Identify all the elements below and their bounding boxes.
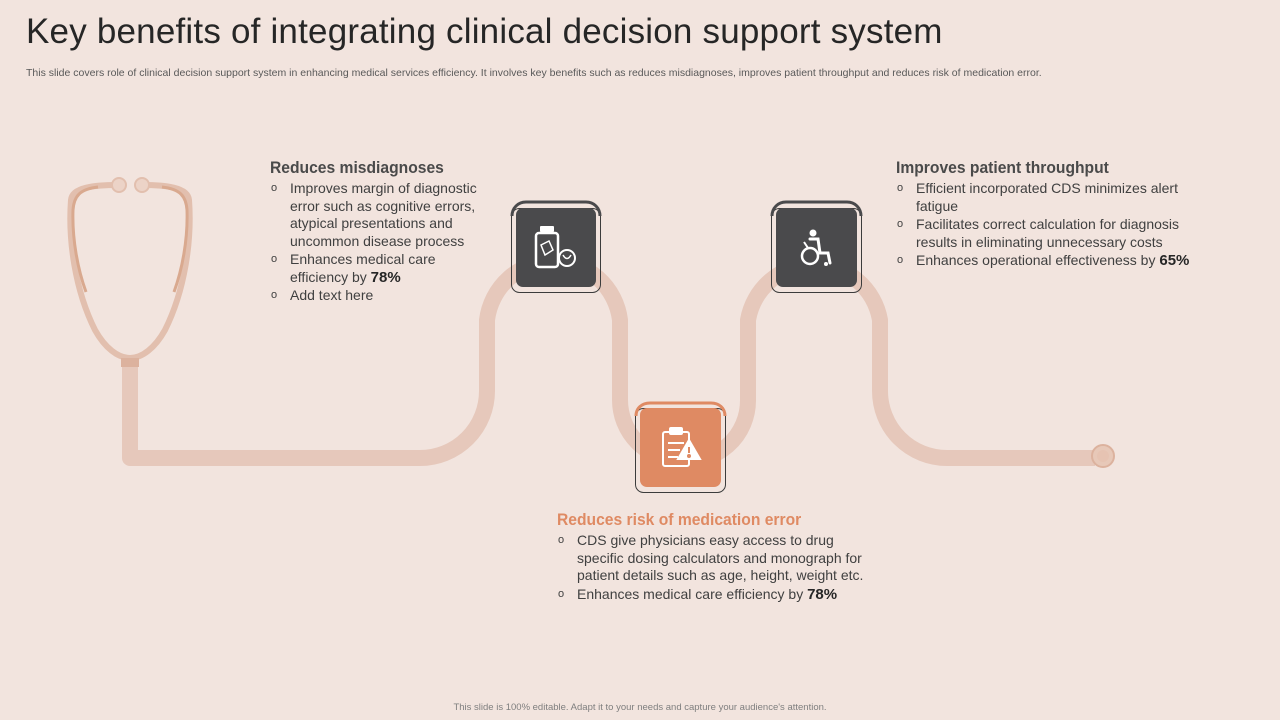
page-subtitle: This slide covers role of clinical decis… [26,67,1042,79]
stat-value: 65% [1159,252,1190,269]
circle-bullet-icon: o [897,254,904,266]
benefit-title: Reduces misdiagnoses [270,158,444,177]
circle-bullet-icon: o [897,182,904,194]
clipboard-warning-icon [662,427,702,467]
benefit-title: Improves patient throughput [896,158,1109,177]
benefit-title: Reduces risk of medication error [557,510,802,529]
right-earpiece [134,177,150,193]
wheelchair-patient-icon [800,229,832,266]
page-title: Key benefits of integrating clinical dec… [26,12,943,51]
stethoscope-right-tube-shade [161,185,189,293]
medicine-bottle-icon [534,226,576,269]
stethoscope-right-tube [127,182,193,361]
footer-note: This slide is 100% editable. Adapt it to… [453,702,827,713]
stethoscope-joint [121,358,139,367]
icon-box-throughput [770,200,863,293]
stat-value: 78% [807,585,838,603]
stat-value: 78% [370,268,401,286]
left-earpiece [111,177,127,193]
circle-bullet-icon: o [558,534,565,546]
circle-bullet-icon: o [271,182,278,194]
circle-bullet-icon: o [897,218,904,230]
stethoscope-left-tube [67,182,133,361]
icon-box-misdiagnoses [510,200,602,293]
circle-bullet-icon: o [558,587,565,600]
icon-box-medication-error [634,401,727,493]
stethoscope-left-tube-shade [71,185,99,293]
circle-bullet-icon: o [271,253,278,265]
circle-bullet-icon: o [271,289,278,301]
chest-piece-inner [1097,450,1109,462]
